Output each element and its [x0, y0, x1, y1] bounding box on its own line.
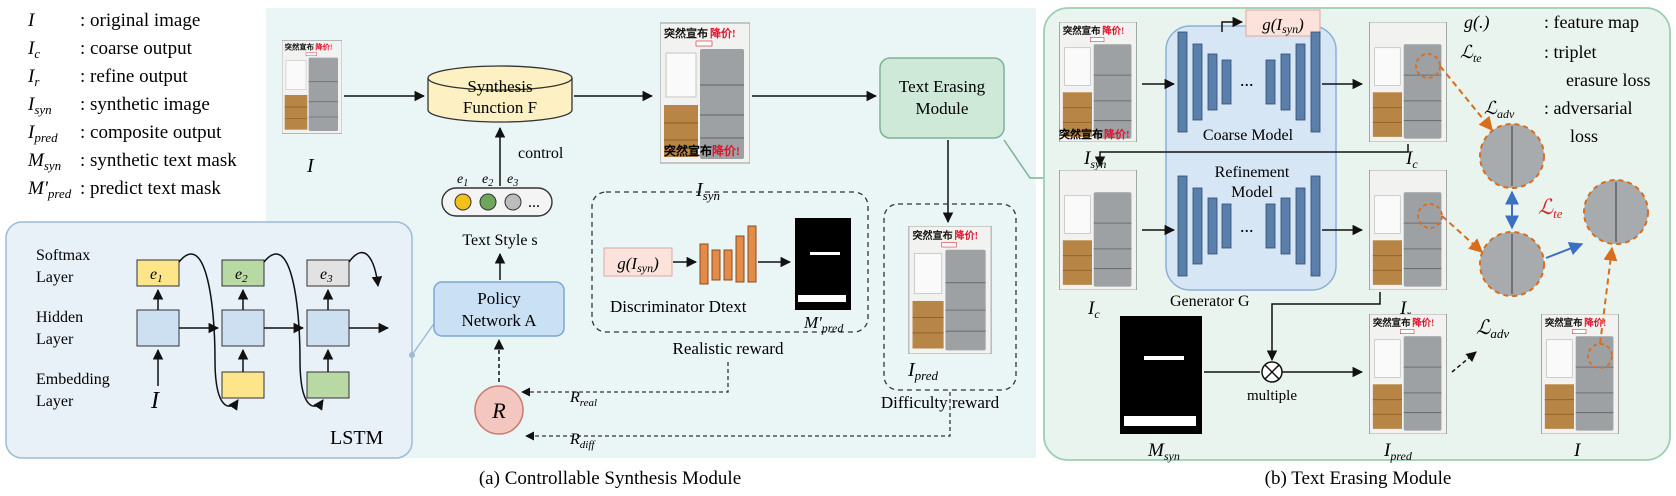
svg-text:Layer: Layer	[36, 393, 74, 410]
svg-text:M'pred: M'pred	[27, 178, 72, 201]
synthesis-caption: (a) Controllable Synthesis Module	[479, 468, 741, 489]
discriminator-box: g(Isyn) Discriminator Dtext M'pred	[591, 191, 869, 335]
control-label: control	[518, 145, 564, 162]
svg-text:Discriminator Dtext: Discriminator Dtext	[610, 297, 747, 316]
svg-text:R: R	[491, 398, 506, 423]
legend-item-Ir: Ir : refine output	[27, 66, 188, 89]
generator-label: Generator G	[1170, 293, 1250, 310]
svg-text:Module: Module	[916, 99, 969, 118]
svg-text:Embedding: Embedding	[36, 371, 110, 388]
svg-text:loss: loss	[1570, 126, 1598, 146]
svg-text:e3: e3	[507, 172, 518, 189]
svg-text:Layer: Layer	[36, 269, 74, 286]
svg-text:Model: Model	[1231, 184, 1273, 201]
svg-text:Function F: Function F	[463, 98, 537, 117]
svg-text:: adversarial: : adversarial	[1544, 98, 1632, 118]
text-style-selector: e1 e2 e3 ... Text Style s	[441, 172, 553, 249]
hidden-cell-1	[136, 309, 180, 347]
svg-text:Hidden: Hidden	[36, 309, 83, 326]
difficulty-reward-label: Difficulty reward	[881, 393, 1000, 412]
lstm-title: LSTM	[330, 427, 384, 449]
refine-model-bars	[1177, 175, 1321, 277]
legend-item-I: I : original image	[27, 10, 200, 31]
softmax-e1	[136, 259, 180, 287]
svg-text:: synthetic image: : synthetic image	[80, 94, 210, 115]
svg-text:multiple: multiple	[1247, 388, 1297, 404]
softmax-e2	[221, 259, 265, 287]
lstm-input-I: I	[150, 388, 160, 414]
svg-text:g(.): g(.)	[1464, 12, 1490, 33]
embedding-e2	[306, 371, 350, 399]
svg-text:: refine output: : refine output	[80, 66, 188, 87]
svg-text:e2: e2	[482, 172, 493, 189]
generator-block	[1165, 25, 1337, 291]
svg-text:...: ...	[1240, 70, 1254, 90]
multiply-operator: multiple	[1247, 361, 1297, 404]
erasing-caption: (b) Text Erasing Module	[1265, 468, 1452, 489]
hidden-cell-2	[221, 309, 265, 347]
svg-text:: synthetic text mask: : synthetic text mask	[80, 150, 237, 171]
softmax-e3	[306, 259, 350, 287]
lstm-panel: Softmax Layer Hidden Layer Embedding Lay…	[5, 221, 413, 459]
legend-item-Ic: Ic : coarse output	[27, 38, 193, 61]
svg-text:Msyn: Msyn	[27, 150, 61, 173]
legend-item-Mpred: M'pred : predict text mask	[27, 178, 221, 201]
synthesis-function: Synthesis Function F	[427, 65, 573, 123]
svg-text:Ipred: Ipred	[27, 122, 58, 145]
svg-text:: original image: : original image	[80, 10, 200, 31]
reward-R: R	[474, 385, 524, 435]
text-erasing-module-box: Text Erasing Module	[879, 57, 1005, 139]
svg-text:erasure loss: erasure loss	[1566, 70, 1650, 90]
realistic-reward-label: Realistic reward	[673, 339, 784, 358]
svg-text:: predict text mask: : predict text mask	[80, 178, 221, 199]
svg-text:Policy: Policy	[477, 289, 521, 308]
svg-text:Ic: Ic	[27, 38, 40, 61]
refinement-label: Refinement	[1215, 164, 1290, 181]
svg-text:Text Style s: Text Style s	[462, 232, 537, 249]
svg-text:Text Erasing: Text Erasing	[899, 77, 986, 96]
legend-item-Isyn: Isyn : synthetic image	[27, 94, 210, 117]
svg-text:Softmax: Softmax	[36, 247, 90, 264]
svg-text:...: ...	[528, 194, 540, 211]
svg-text:突然宣布: 突然宣布	[664, 143, 712, 158]
svg-text:Network A: Network A	[461, 311, 537, 330]
legend-item-Msyn: Msyn : synthetic text mask	[27, 150, 237, 173]
legend-item-Ipred: Ipred : composite output	[27, 122, 222, 145]
symbol-legend: I : original image Ic : coarse output Ir : …	[27, 10, 237, 201]
svg-text:...: ...	[1240, 216, 1254, 236]
zoom-circles	[1479, 123, 1649, 297]
svg-text:突然宣布: 突然宣布	[1059, 127, 1103, 141]
svg-text:: feature map: : feature map	[1544, 12, 1639, 32]
g-isyn-label: g(Isyn)	[1221, 9, 1321, 37]
image-original-I: I	[282, 39, 342, 177]
svg-text:Isyn: Isyn	[27, 94, 52, 117]
embedding-e1	[221, 371, 265, 399]
svg-text:I: I	[1573, 440, 1582, 461]
svg-text:降价!: 降价!	[712, 143, 740, 158]
svg-text:: coarse output: : coarse output	[80, 38, 193, 59]
svg-text:: composite output: : composite output	[80, 122, 222, 143]
policy-network: Policy Network A	[433, 281, 565, 337]
svg-text:Ir: Ir	[27, 66, 40, 89]
svg-text:I: I	[27, 10, 36, 31]
svg-text:Synthesis: Synthesis	[467, 77, 532, 96]
svg-text:e1: e1	[457, 172, 468, 189]
svg-text:降价!: 降价!	[1104, 127, 1130, 141]
coarse-model-bars	[1177, 31, 1321, 133]
hidden-cell-3	[306, 309, 350, 347]
svg-text:: triplet: : triplet	[1544, 42, 1597, 62]
coarse-model-label: Coarse Model	[1203, 127, 1294, 144]
svg-text:Layer: Layer	[36, 331, 74, 348]
svg-text:I: I	[306, 155, 315, 177]
